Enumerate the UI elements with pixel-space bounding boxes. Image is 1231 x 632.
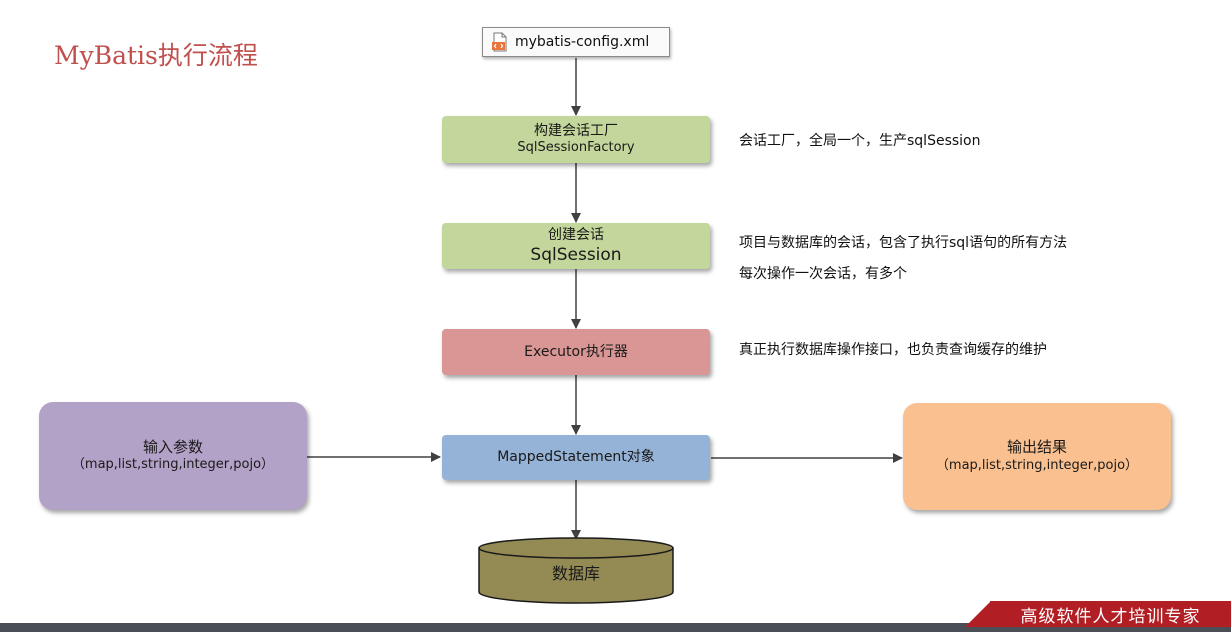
note-session-factory: 会话工厂，全局一个，生产sqlSession bbox=[739, 133, 981, 149]
config-file-node: mybatis-config.xml bbox=[482, 27, 670, 57]
session-factory-title: 构建会话工厂 bbox=[534, 122, 618, 139]
brand-slogan: 高级软件人才培训专家 bbox=[990, 601, 1231, 627]
page-title: MyBatis执行流程 bbox=[54, 41, 258, 70]
session-factory-class: SqlSessionFactory bbox=[517, 140, 635, 156]
config-file-label: mybatis-config.xml bbox=[515, 34, 650, 50]
database-label: 数据库 bbox=[551, 564, 600, 583]
session-factory-node: 构建会话工厂 SqlSessionFactory bbox=[442, 116, 710, 163]
session-class: SqlSession bbox=[530, 245, 622, 266]
session-node: 创建会话 SqlSession bbox=[442, 223, 710, 269]
note-executor: 真正执行数据库操作接口，也负责查询缓存的维护 bbox=[739, 342, 1047, 358]
xml-file-icon bbox=[491, 32, 509, 52]
output-result-types: （map,list,string,integer,pojo） bbox=[935, 457, 1139, 473]
note-session-line2: 每次操作一次会话，有多个 bbox=[739, 266, 907, 282]
output-result-title: 输出结果 bbox=[1006, 438, 1067, 457]
note-session-line1: 项目与数据库的会话，包含了执行sql语句的所有方法 bbox=[739, 235, 1068, 251]
input-params-title: 输入参数 bbox=[142, 437, 203, 456]
executor-node: Executor执行器 bbox=[442, 329, 710, 375]
executor-label: Executor执行器 bbox=[524, 343, 628, 360]
session-title: 创建会话 bbox=[548, 226, 604, 243]
brand-ribbon-corner bbox=[965, 601, 991, 627]
input-params-node: 输入参数 （map,list,string,integer,pojo） bbox=[39, 402, 307, 510]
mapped-statement-label: MappedStatement对象 bbox=[497, 449, 655, 466]
database-cylinder bbox=[478, 537, 674, 604]
output-result-node: 输出结果 （map,list,string,integer,pojo） bbox=[903, 403, 1171, 510]
mapped-statement-node: MappedStatement对象 bbox=[442, 435, 710, 480]
footer-bar bbox=[0, 623, 1231, 632]
input-params-types: （map,list,string,integer,pojo） bbox=[71, 457, 275, 473]
